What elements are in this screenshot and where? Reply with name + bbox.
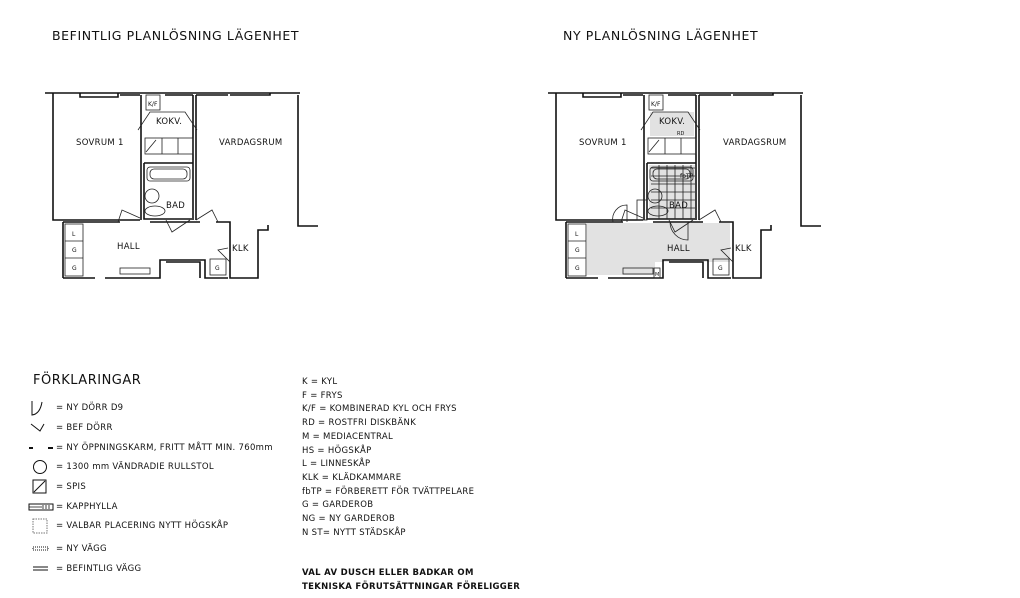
new-wall-icon (32, 546, 49, 551)
abbreviation: fbTP = FÖRBERETT FÖR TVÄTTPELARE (302, 486, 475, 497)
legend-item: = SPIS (28, 479, 86, 495)
room-label-kokv: KOKV. (659, 117, 685, 127)
new-door-icon (31, 401, 43, 416)
legend-text: = NY ÖPPNINGSKARM, FRITT MÅTT MIN. 760mm (56, 443, 273, 453)
tag-l: L (575, 231, 579, 238)
tag-g: G (575, 265, 580, 272)
room-label-klk: KLK (735, 244, 752, 254)
legend-text: = BEF DÖRR (56, 423, 113, 433)
legend-item: = VALBAR PLACERING NYTT HÖGSKÅP (28, 518, 228, 534)
legend-item: = NY DÖRR D9 (28, 400, 123, 416)
note-line: VAL AV DUSCH ELLER BADKAR OM (302, 568, 474, 578)
new-plan-title: NY PLANLÖSNING LÄGENHET (563, 28, 759, 43)
room-label-bad: BAD (166, 201, 185, 211)
note-line: TEKNISKA FÖRUTSÄTTNINGAR FÖRELIGGER (302, 581, 521, 592)
abbreviation: K/F = KOMBINERAD KYL OCH FRYS (302, 404, 457, 415)
room-label-klk: KLK (232, 244, 249, 254)
stove-icon (32, 479, 47, 494)
legend-text: = VALBAR PLACERING NYTT HÖGSKÅP (56, 521, 229, 531)
shower-bath-note: VAL AV DUSCH ELLER BADKAR OM TEKNISKA FÖ… (302, 567, 520, 594)
legend-text: = SPIS (56, 482, 87, 492)
legend-text: = 1300 mm VÄNDRADIE RULLSTOL (56, 462, 214, 472)
legend-item: = 1300 mm VÄNDRADIE RULLSTOL (28, 459, 214, 475)
optional-cabinet-icon (32, 518, 48, 534)
tag-l: L (72, 231, 76, 238)
room-label-sovrum: SOVRUM 1 (579, 138, 627, 148)
turning-circle-icon (33, 460, 47, 474)
room-label-vardagsrum: VARDAGSRUM (723, 138, 787, 148)
tag-g: G (718, 265, 723, 272)
fixtures (64, 94, 231, 277)
legend-text: = NY DÖRR D9 (56, 403, 124, 413)
existing-door-icon (30, 423, 45, 432)
abbreviation: L = LINNESKÅP (302, 459, 371, 470)
hat-shelf-icon (28, 503, 54, 511)
tag-rd: RD (677, 131, 684, 137)
legend-item: = KAPPHYLLA (28, 499, 118, 515)
abbreviation-list: K = KYL F = FRYS K/F = KOMBINERAD KYL OC… (302, 376, 474, 540)
existing-plan-labels: SOVRUM 1 KOKV. VARDAGSRUM BAD HALL KLK K… (72, 101, 283, 272)
legend-item: = NY ÖPPNINGSKARM, FRITT MÅTT MIN. 760mm (28, 440, 273, 456)
abbreviation: G = GARDEROB (302, 500, 374, 511)
tag-kf: K/F (651, 101, 661, 108)
abbreviation: M = MEDIACENTRAL (302, 431, 394, 442)
legend-text: = NY VÄGG (56, 544, 107, 554)
abbreviation: NG = NY GARDEROB (302, 514, 396, 525)
existing-floor-plan (45, 92, 318, 279)
room-label-vardagsrum: VARDAGSRUM (219, 138, 283, 148)
new-plan-additions (612, 165, 695, 279)
abbreviation: RD = ROSTFRI DISKBÄNK (302, 418, 417, 429)
room-label-sovrum: SOVRUM 1 (76, 138, 124, 148)
walls (45, 92, 318, 279)
room-label-hall: HALL (667, 244, 690, 254)
abbreviation: K = KYL (302, 377, 338, 387)
legend-item: = BEFINTLIG VÄGG (28, 561, 141, 577)
opening-frame-icon (29, 447, 53, 449)
abbreviation: HS = HÖGSKÅP (302, 445, 372, 456)
room-label-kokv: KOKV. (156, 117, 182, 127)
tag-g: G (72, 265, 77, 272)
legend-text: = BEFINTLIG VÄGG (56, 564, 142, 574)
legend-item: = NY VÄGG (28, 541, 107, 557)
new-plan-labels: SOVRUM 1 KOKV. VARDAGSRUM BAD HALL KLK K… (575, 101, 787, 278)
legend-title: FÖRKLARINGAR (33, 373, 142, 388)
tag-g: G (215, 265, 220, 272)
legend-text: = KAPPHYLLA (56, 502, 118, 512)
room-label-hall: HALL (117, 242, 140, 252)
room-label-bad: BAD (669, 201, 688, 211)
tag-m: M (655, 272, 659, 278)
tag-g: G (72, 247, 77, 254)
tag-kf: K/F (148, 101, 158, 108)
new-plan-shading (587, 112, 730, 275)
existing-plan-title: BEFINTLIG PLANLÖSNING LÄGENHET (52, 28, 300, 43)
tag-g: G (575, 247, 580, 254)
abbreviation: N ST= NYTT STÄDSKÅP (302, 527, 406, 538)
abbreviation: F = FRYS (302, 390, 343, 401)
tag-fbtp: fbTP (680, 173, 694, 180)
legend-item: = BEF DÖRR (28, 420, 113, 436)
abbreviation: KLK = KLÄDKAMMARE (302, 472, 402, 483)
existing-wall-icon (33, 566, 48, 571)
